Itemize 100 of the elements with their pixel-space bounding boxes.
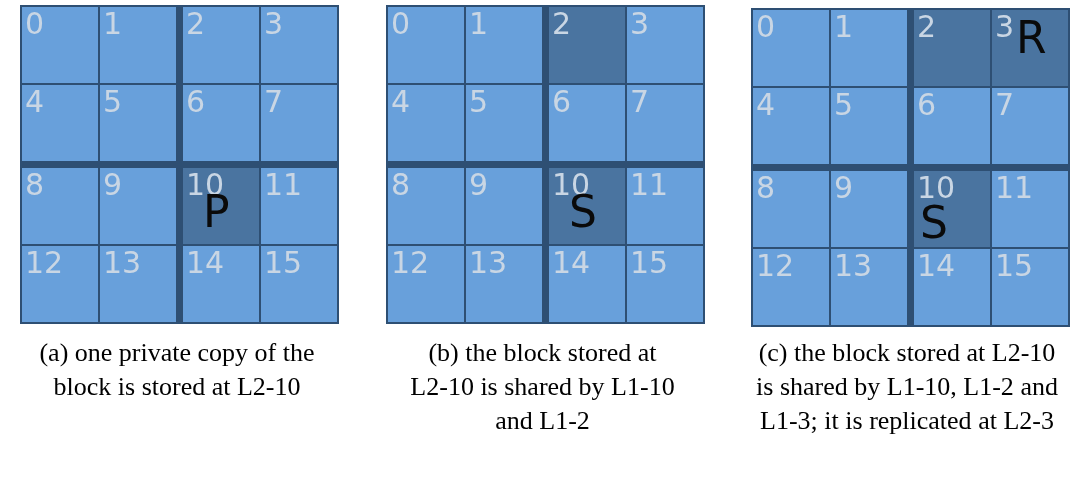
grid-cell	[548, 245, 626, 323]
cell-number: 11	[995, 173, 1034, 203]
cell-number: 5	[834, 90, 854, 120]
cell-number: 3	[264, 9, 284, 39]
grid-cell	[548, 6, 626, 84]
grid-panel	[386, 5, 705, 324]
grid-cell	[182, 245, 260, 323]
grid-cell	[260, 167, 338, 245]
cell-number: 2	[186, 9, 206, 39]
cell-number: 1	[103, 9, 123, 39]
grid-cell	[387, 245, 465, 323]
cell-number: 7	[264, 87, 284, 117]
grid-cell	[21, 6, 99, 84]
cell-number: 10	[917, 173, 956, 203]
grid-cell	[260, 245, 338, 323]
cell-number: 2	[917, 12, 937, 42]
cell-number: 5	[469, 87, 489, 117]
grid-cell	[991, 87, 1069, 165]
grid-cell	[626, 167, 704, 245]
cell-number: 8	[25, 170, 45, 200]
grid-cell	[830, 248, 908, 326]
cell-number: 8	[756, 173, 776, 203]
cell-number: 15	[264, 248, 303, 278]
grid-cell	[913, 87, 991, 165]
grid-cell	[913, 248, 991, 326]
grid-cell	[99, 6, 177, 84]
cell-number: 12	[756, 251, 795, 281]
grid-cell	[626, 245, 704, 323]
cell-number: 9	[469, 170, 489, 200]
cell-number: 6	[186, 87, 206, 117]
grid-cell	[182, 6, 260, 84]
grid-cell	[21, 84, 99, 162]
grid-cell	[913, 9, 991, 87]
grid-cell	[991, 170, 1069, 248]
cell-number: 3	[995, 12, 1015, 42]
cell-number: 2	[552, 9, 572, 39]
cell-number: 9	[834, 173, 854, 203]
cell-number: 11	[630, 170, 669, 200]
cell-number: 8	[391, 170, 411, 200]
cell-number: 1	[469, 9, 489, 39]
grid-cell	[99, 245, 177, 323]
cell-number: 4	[25, 87, 45, 117]
cell-number: 6	[917, 90, 937, 120]
grid-cell	[626, 84, 704, 162]
cell-number: 13	[103, 248, 142, 278]
cell-number: 14	[186, 248, 225, 278]
grid-cell	[991, 248, 1069, 326]
grid-cell	[21, 245, 99, 323]
cell-number: 1	[834, 12, 854, 42]
state-letter: R	[1016, 16, 1047, 60]
cell-number: 15	[995, 251, 1034, 281]
cell-number: 0	[756, 12, 776, 42]
grid-cell	[991, 9, 1069, 87]
cell-number: 15	[630, 248, 669, 278]
grid-cell	[830, 9, 908, 87]
cell-number: 9	[103, 170, 123, 200]
grid-cell	[387, 167, 465, 245]
cell-number: 12	[25, 248, 64, 278]
grid-cell	[548, 167, 626, 245]
grid-cell	[182, 84, 260, 162]
grid-cell	[913, 170, 991, 248]
state-letter: S	[920, 201, 948, 245]
grid-cell	[99, 167, 177, 245]
cell-number: 11	[264, 170, 303, 200]
cell-number: 14	[917, 251, 956, 281]
grid-cell	[182, 167, 260, 245]
cell-number: 14	[552, 248, 591, 278]
cell-number: 4	[391, 87, 411, 117]
grid-cell	[830, 87, 908, 165]
cell-number: 13	[469, 248, 508, 278]
grid-cell	[21, 167, 99, 245]
caption: (a) one private copy of the block is stored at L2-10	[38, 337, 316, 403]
grid-panel	[751, 8, 1070, 327]
cell-number: 0	[25, 9, 45, 39]
cell-number: 4	[756, 90, 776, 120]
grid-cell	[830, 170, 908, 248]
caption: (c) the block stored at L2-10 is shared by L1-10, L1-2 and L1-3; it is replicated at L2-3	[755, 337, 1059, 437]
grid-cell	[626, 6, 704, 84]
cell-number: 7	[630, 87, 650, 117]
cell-number: 0	[391, 9, 411, 39]
cell-number: 7	[995, 90, 1015, 120]
cell-number: 12	[391, 248, 430, 278]
grid-cell	[465, 84, 543, 162]
grid-cell	[752, 248, 830, 326]
grid-cell	[99, 84, 177, 162]
grid-cell	[387, 84, 465, 162]
cell-number: 13	[834, 251, 873, 281]
caption: (b) the block stored at L2-10 is shared by L1-10 and L1-2	[409, 337, 676, 437]
grid-cell	[260, 84, 338, 162]
grid-cell	[387, 6, 465, 84]
grid-cell	[465, 245, 543, 323]
grid-cell	[465, 167, 543, 245]
grid-cell	[548, 84, 626, 162]
grid-cell	[260, 6, 338, 84]
grid-cell	[752, 87, 830, 165]
grid-cell	[752, 170, 830, 248]
grid-cell	[465, 6, 543, 84]
cell-number: 5	[103, 87, 123, 117]
grid-cell	[752, 9, 830, 87]
cell-number: 3	[630, 9, 650, 39]
